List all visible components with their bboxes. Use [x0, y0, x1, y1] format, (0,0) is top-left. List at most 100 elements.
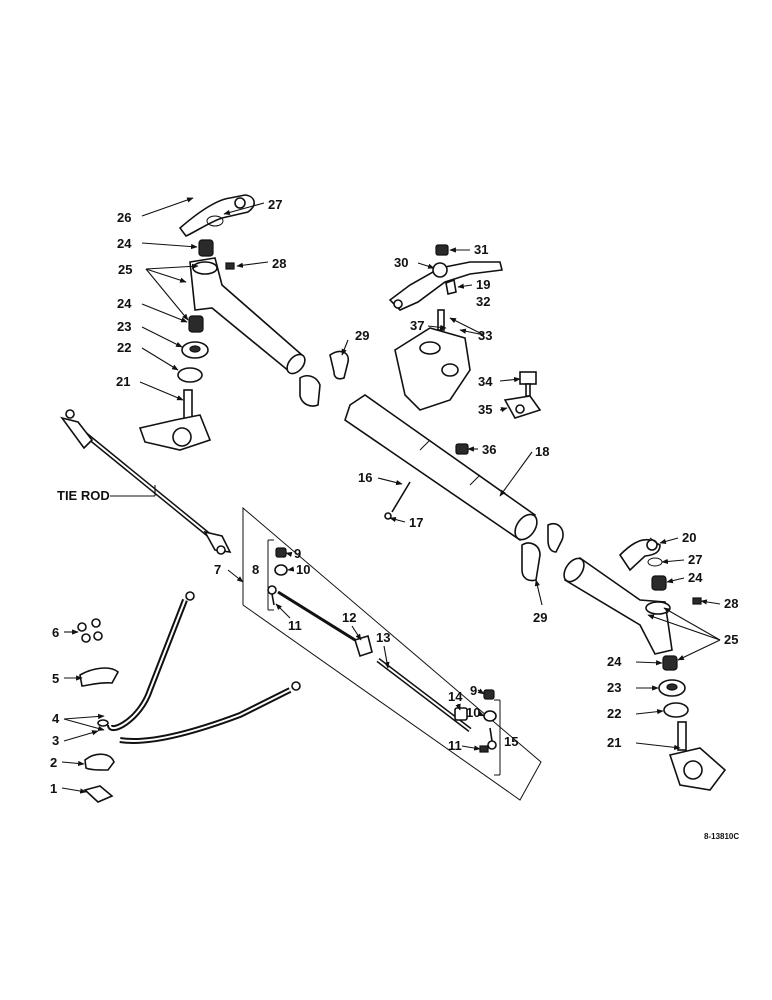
- axle-tube-18: [344, 394, 538, 542]
- nut-9-a: [275, 547, 287, 558]
- spindle-21-left: [138, 389, 212, 451]
- label-24-upper-left: 24: [117, 236, 132, 251]
- seal-10-b: [483, 710, 497, 722]
- label-32: 32: [476, 294, 490, 309]
- axle-extension-left: [189, 257, 306, 375]
- label-27-left: 27: [268, 197, 282, 212]
- label-30: 30: [394, 255, 408, 270]
- label-29-upper: 29: [355, 328, 369, 343]
- label-22-left: 22: [117, 340, 131, 355]
- drag-link-end: [277, 590, 356, 642]
- callout-labels: 26 27 24 25 28 24 23 22 21 TIE ROD 30 31…: [50, 197, 739, 841]
- label-21-right: 21: [607, 735, 621, 750]
- label-9-a: 9: [294, 546, 301, 561]
- grease-fitting-28-right: [692, 597, 702, 605]
- bushing-24-lower-left: [188, 315, 204, 333]
- label-28-right: 28: [724, 596, 738, 611]
- label-26: 26: [117, 210, 131, 225]
- label-19: 19: [476, 277, 490, 292]
- ball-stud-11-b: [479, 727, 497, 753]
- steering-arm-right: [618, 538, 661, 572]
- label-3: 3: [52, 733, 59, 748]
- label-20: 20: [682, 530, 696, 545]
- bushing-24-upper-right: [651, 575, 667, 591]
- ball-stud-11-a: [267, 585, 277, 606]
- radius-rod-4: [107, 591, 301, 744]
- label-23-right: 23: [607, 680, 621, 695]
- label-1: 1: [50, 781, 57, 796]
- label-31: 31: [474, 242, 488, 257]
- washer-3: [97, 719, 109, 727]
- label-15: 15: [504, 734, 518, 749]
- label-6: 6: [52, 625, 59, 640]
- label-37: 37: [410, 318, 424, 333]
- washer-22-right: [663, 702, 689, 718]
- nut-31: [435, 244, 449, 256]
- label-36: 36: [482, 442, 496, 457]
- label-10-a: 10: [296, 562, 310, 577]
- drawing-code: 8-13810C: [704, 832, 739, 841]
- label-25-left: 25: [118, 262, 132, 277]
- thrust-bearing-23-left: [181, 341, 209, 359]
- label-34: 34: [478, 374, 493, 389]
- label-24-upper-right: 24: [688, 570, 703, 585]
- leader-lines: [61, 197, 721, 794]
- drag-link-kit-bracket-8: [267, 539, 274, 611]
- clamp-2: [84, 753, 115, 771]
- snap-ring-27-left: [206, 215, 224, 227]
- label-17: 17: [409, 515, 423, 530]
- seal-10-a: [274, 564, 288, 576]
- thrust-bearing-23-right: [658, 679, 686, 697]
- cap-29-upper: [299, 350, 350, 407]
- drag-link-kit-frame: [242, 506, 542, 801]
- label-33: 33: [478, 328, 492, 343]
- label-24-lower-left: 24: [117, 296, 132, 311]
- label-7: 7: [214, 562, 221, 577]
- label-11-b: 11: [448, 738, 462, 753]
- label-tie-rod: TIE ROD: [57, 488, 110, 503]
- cap-screws-6: [77, 618, 103, 643]
- tie-rod: [60, 409, 232, 555]
- label-27-right: 27: [688, 552, 702, 567]
- label-4: 4: [52, 711, 60, 726]
- label-22-right: 22: [607, 706, 621, 721]
- bushing-24-upper-left: [198, 239, 214, 257]
- clamp-12: [353, 634, 373, 658]
- bolt-34: [519, 371, 537, 397]
- label-16: 16: [358, 470, 372, 485]
- label-12: 12: [342, 610, 356, 625]
- label-13: 13: [376, 630, 390, 645]
- nut-14: [454, 707, 468, 721]
- clamp-35: [503, 395, 542, 419]
- spindle-21-right: [668, 721, 727, 791]
- bolt-16: [384, 481, 411, 520]
- clamp-5: [79, 667, 120, 687]
- label-24-lower-right: 24: [607, 654, 622, 669]
- label-29-lower: 29: [533, 610, 547, 625]
- label-28-left: 28: [272, 256, 286, 271]
- washer-22-left: [177, 367, 203, 383]
- pivot-bracket: [394, 309, 471, 411]
- axle-extension-right: [563, 556, 673, 655]
- label-35: 35: [478, 402, 492, 417]
- label-10-b: 10: [466, 705, 480, 720]
- label-2: 2: [50, 755, 57, 770]
- label-14: 14: [448, 689, 463, 704]
- bushing-24-lower-right: [662, 655, 678, 671]
- fitting-19: [445, 278, 457, 295]
- label-18: 18: [535, 444, 549, 459]
- label-21-left: 21: [116, 374, 130, 389]
- grease-fitting-28-left: [225, 262, 235, 270]
- label-23-left: 23: [117, 319, 131, 334]
- label-25-right: 25: [724, 632, 738, 647]
- plug-36: [455, 443, 469, 455]
- clamp-1: [83, 785, 114, 803]
- bell-crank-arm: [388, 261, 503, 311]
- steering-arm-left: [178, 194, 255, 237]
- label-8: 8: [252, 562, 259, 577]
- label-11-a: 11: [288, 618, 302, 633]
- label-5: 5: [52, 671, 59, 686]
- drag-link-kit-bracket-15: [494, 699, 501, 776]
- label-9-b: 9: [470, 683, 477, 698]
